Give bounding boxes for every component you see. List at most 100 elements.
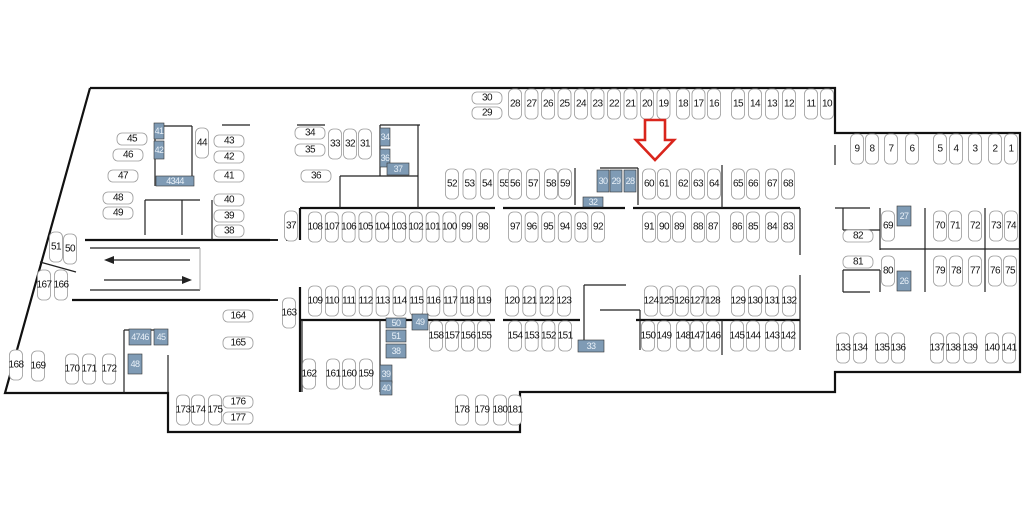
parking-spot-129[interactable]: 129: [731, 296, 748, 307]
parking-spot-102[interactable]: 102: [408, 222, 425, 233]
parking-spot-108[interactable]: 108: [308, 222, 325, 233]
parking-spot-155[interactable]: 155: [477, 331, 494, 342]
parking-spot-159[interactable]: 159: [359, 369, 376, 380]
parking-spot-164[interactable]: 164: [231, 311, 248, 322]
storage-unit-30[interactable]: 30: [599, 176, 609, 186]
parking-spot-28[interactable]: 28: [510, 99, 522, 110]
parking-spot-157[interactable]: 157: [445, 331, 462, 342]
parking-spot-101[interactable]: 101: [425, 222, 442, 233]
parking-spot-52[interactable]: 52: [447, 179, 459, 190]
parking-spot-17[interactable]: 17: [694, 99, 706, 110]
parking-spot-145[interactable]: 145: [730, 331, 747, 342]
parking-spot-63[interactable]: 63: [693, 179, 705, 190]
parking-spot-121[interactable]: 121: [522, 296, 539, 307]
parking-spot-24[interactable]: 24: [576, 99, 588, 110]
parking-spot-60[interactable]: 60: [644, 179, 656, 190]
parking-spot-72[interactable]: 72: [970, 221, 982, 232]
parking-spot-66[interactable]: 66: [748, 179, 760, 190]
parking-spot-175[interactable]: 175: [208, 405, 225, 416]
parking-spot-137[interactable]: 137: [930, 343, 947, 354]
parking-spot-13[interactable]: 13: [767, 99, 779, 110]
parking-spot-110[interactable]: 110: [325, 296, 341, 307]
parking-spot-31[interactable]: 31: [360, 139, 372, 150]
storage-unit-33[interactable]: 33: [587, 341, 597, 351]
parking-spot-176[interactable]: 176: [231, 397, 248, 408]
parking-spot-21[interactable]: 21: [626, 99, 638, 110]
storage-unit-49[interactable]: 49: [416, 317, 426, 327]
parking-spot-131[interactable]: 131: [765, 296, 782, 307]
parking-spot-40[interactable]: 40: [224, 195, 236, 206]
parking-spot-92[interactable]: 92: [593, 222, 605, 233]
parking-spot-112[interactable]: 112: [359, 296, 375, 307]
parking-spot-128[interactable]: 128: [705, 296, 722, 307]
parking-spot-69[interactable]: 69: [883, 221, 895, 232]
parking-spot-55[interactable]: 55: [500, 179, 512, 190]
parking-spot-47[interactable]: 47: [118, 171, 130, 182]
parking-spot-50[interactable]: 50: [65, 244, 77, 255]
storage-unit-41[interactable]: 41: [155, 126, 165, 136]
parking-spot-115[interactable]: 115: [409, 296, 425, 307]
parking-spot-32[interactable]: 32: [345, 139, 357, 150]
storage-unit-45[interactable]: 45: [157, 332, 167, 342]
storage-unit-4344[interactable]: 4344: [166, 176, 185, 186]
parking-spot-34[interactable]: 34: [305, 128, 317, 139]
parking-spot-65[interactable]: 65: [733, 179, 745, 190]
storage-unit-39[interactable]: 39: [382, 369, 392, 379]
parking-spot-4[interactable]: 4: [954, 144, 961, 155]
parking-spot-126[interactable]: 126: [674, 296, 691, 307]
parking-spot-1[interactable]: 1: [1009, 144, 1016, 155]
parking-spot-94[interactable]: 94: [560, 222, 572, 233]
parking-spot-76[interactable]: 76: [990, 266, 1002, 277]
parking-spot-89[interactable]: 89: [674, 222, 686, 233]
parking-spot-41[interactable]: 41: [224, 171, 236, 182]
parking-spot-152[interactable]: 152: [541, 331, 558, 342]
parking-spot-79[interactable]: 79: [935, 266, 947, 277]
parking-spot-150[interactable]: 150: [641, 331, 658, 342]
storage-unit-48[interactable]: 48: [131, 359, 141, 369]
parking-spot-15[interactable]: 15: [733, 99, 745, 110]
parking-spot-82[interactable]: 82: [853, 231, 865, 242]
parking-spot-169[interactable]: 169: [31, 361, 48, 372]
storage-unit-36[interactable]: 36: [381, 153, 391, 163]
parking-spot-77[interactable]: 77: [970, 266, 982, 277]
parking-spot-166[interactable]: 166: [54, 280, 71, 291]
parking-spot-173[interactable]: 173: [176, 405, 193, 416]
parking-spot-99[interactable]: 99: [461, 222, 473, 233]
parking-spot-163[interactable]: 163: [282, 308, 299, 319]
parking-spot-125[interactable]: 125: [659, 296, 676, 307]
parking-spot-26[interactable]: 26: [543, 99, 555, 110]
parking-spot-68[interactable]: 68: [783, 179, 795, 190]
parking-spot-162[interactable]: 162: [302, 369, 319, 380]
parking-spot-104[interactable]: 104: [375, 222, 392, 233]
parking-spot-39[interactable]: 39: [224, 211, 236, 222]
parking-spot-100[interactable]: 100: [442, 222, 459, 233]
parking-spot-18[interactable]: 18: [678, 99, 690, 110]
parking-spot-141[interactable]: 141: [1002, 343, 1019, 354]
storage-unit-42[interactable]: 42: [155, 145, 165, 155]
parking-spot-123[interactable]: 123: [556, 296, 573, 307]
parking-spot-75[interactable]: 75: [1005, 266, 1017, 277]
parking-spot-136[interactable]: 136: [891, 343, 908, 354]
parking-spot-180[interactable]: 180: [493, 405, 510, 416]
parking-spot-14[interactable]: 14: [750, 99, 762, 110]
parking-spot-20[interactable]: 20: [642, 99, 654, 110]
parking-spot-107[interactable]: 107: [324, 222, 341, 233]
parking-spot-95[interactable]: 95: [543, 222, 555, 233]
parking-spot-142[interactable]: 142: [781, 331, 798, 342]
parking-spot-48[interactable]: 48: [113, 193, 125, 204]
parking-spot-179[interactable]: 179: [475, 405, 492, 416]
parking-spot-113[interactable]: 113: [376, 296, 392, 307]
parking-spot-133[interactable]: 133: [836, 343, 853, 354]
parking-spot-36[interactable]: 36: [311, 171, 323, 182]
parking-spot-98[interactable]: 98: [478, 222, 490, 233]
parking-spot-105[interactable]: 105: [358, 222, 375, 233]
parking-spot-16[interactable]: 16: [709, 99, 721, 110]
parking-spot-3[interactable]: 3: [973, 144, 980, 155]
parking-spot-11[interactable]: 11: [806, 99, 817, 110]
parking-spot-62[interactable]: 62: [678, 179, 690, 190]
parking-spot-49[interactable]: 49: [113, 208, 125, 219]
parking-spot-38[interactable]: 38: [224, 226, 236, 237]
parking-spot-35[interactable]: 35: [305, 145, 317, 156]
parking-spot-140[interactable]: 140: [985, 343, 1002, 354]
parking-spot-61[interactable]: 61: [659, 179, 671, 190]
